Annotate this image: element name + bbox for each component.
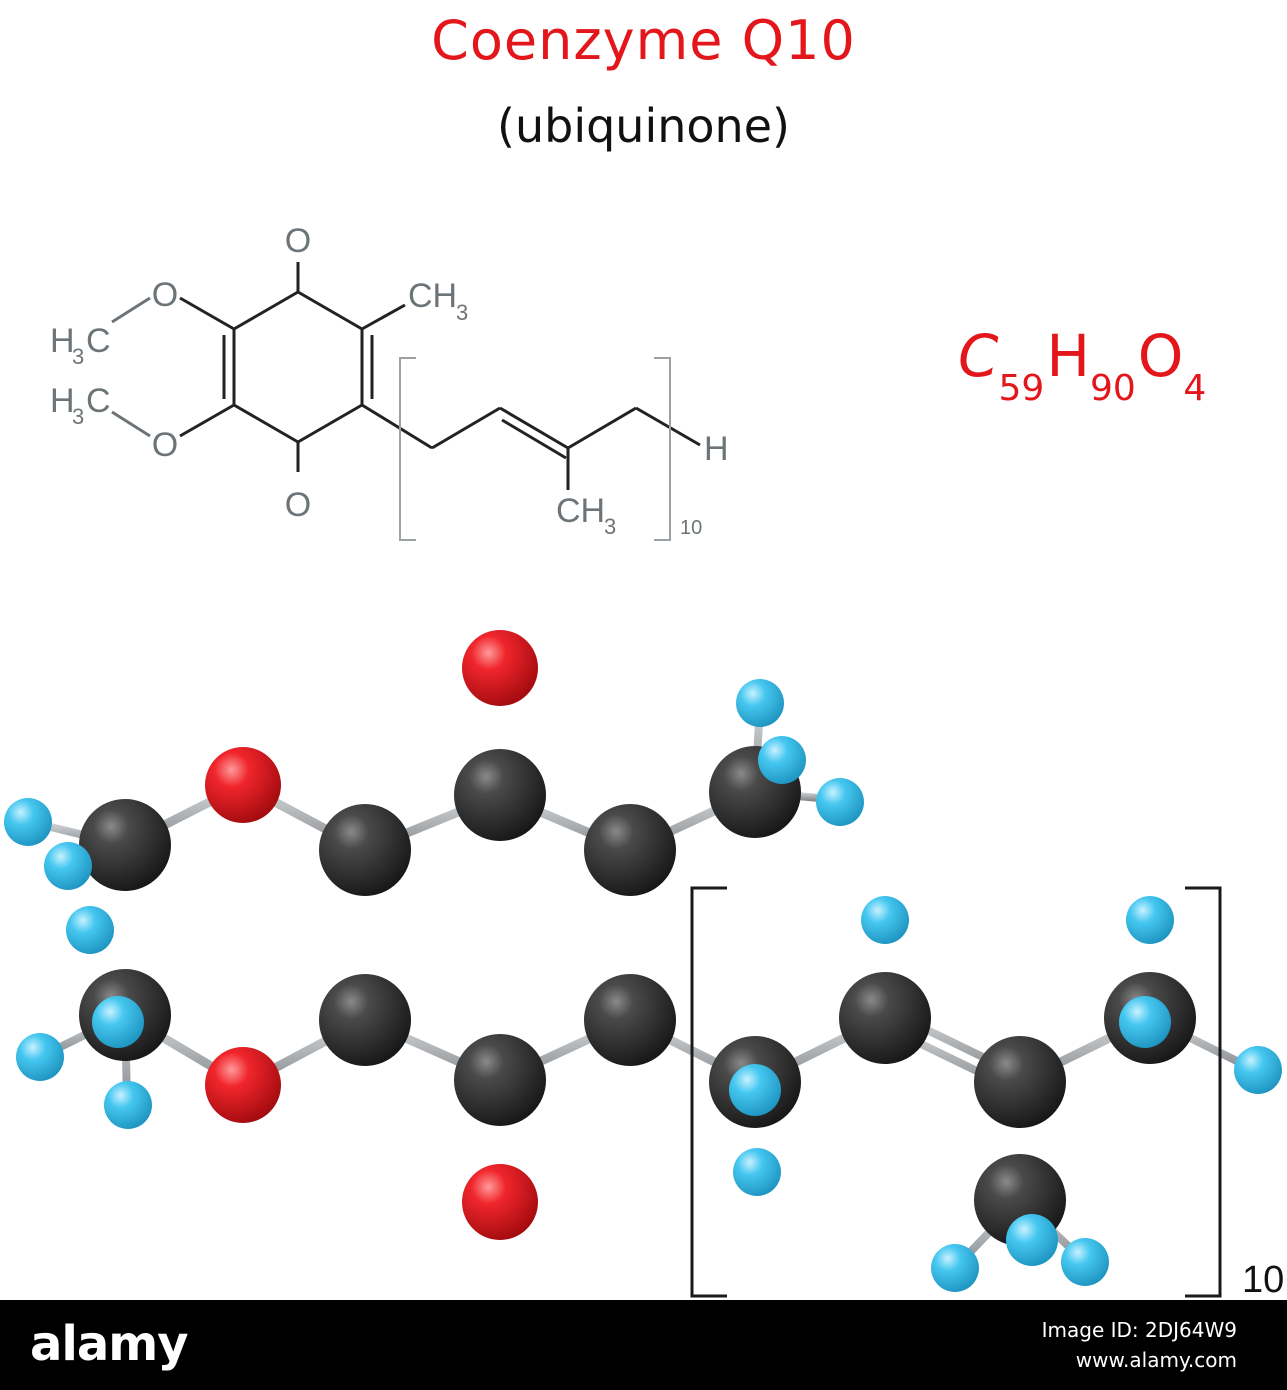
carbon-atom <box>974 1036 1066 1128</box>
model-repeat-count: 10 <box>1242 1259 1284 1300</box>
hydrogen-atom <box>861 896 909 944</box>
label-methyl-subscript: 3 <box>456 300 468 325</box>
hydrogen-atom <box>1234 1046 1282 1094</box>
hydrogen-atom <box>1061 1238 1109 1286</box>
hydrogen-atom <box>104 1081 152 1129</box>
hydrogen-atom <box>1006 1214 1058 1266</box>
formula-element: H <box>1046 322 1090 390</box>
hydrogen-atoms-back <box>4 679 1174 1286</box>
image-id: Image ID: 2DJ64W9 <box>1041 1318 1237 1342</box>
label-methoxy2-subscript: 3 <box>72 404 84 429</box>
structural-formula: O O O O CH 3 H 3 C H 3 C CH 3 H 10 <box>4 222 1284 1300</box>
label-oxygen-top: O <box>285 222 311 260</box>
hydrogen-atom <box>16 1033 64 1081</box>
hydrogen-atom <box>736 679 784 727</box>
label-oxygen-methoxy-top: O <box>152 276 178 314</box>
label-terminal-h: H <box>704 430 729 468</box>
label-repeat-count: 10 <box>680 517 702 539</box>
oxygen-atom <box>462 1164 538 1240</box>
carbon-atom <box>454 749 546 841</box>
label-methoxy1-h: H <box>50 322 75 360</box>
hydrogen-atom <box>1126 896 1174 944</box>
skeletal-bonds <box>179 262 701 490</box>
footer-url: www.alamy.com <box>1075 1348 1237 1372</box>
carbon-atom <box>839 972 931 1064</box>
hydrogen-atom <box>66 906 114 954</box>
hydrogen-atom <box>4 798 52 846</box>
formula-count: 90 <box>1089 368 1136 409</box>
oxygen-atom <box>205 747 281 823</box>
label-methoxy2-h: H <box>50 382 75 420</box>
oxygen-atom <box>462 630 538 706</box>
carbon-atom <box>454 1034 546 1126</box>
carbon-atom <box>79 799 171 891</box>
oxygen-atoms <box>205 630 538 1240</box>
repeat-brackets-model <box>690 886 1222 1298</box>
label-methoxy2-c: C <box>86 382 111 420</box>
alamy-logo: alamy <box>30 1316 189 1372</box>
formula-element: C <box>958 322 999 390</box>
hydrogen-atoms-front <box>44 736 1282 1292</box>
label-chain-methyl: CH <box>556 492 605 530</box>
title: Coenzyme Q10 <box>431 9 856 72</box>
subtitle: (ubiquinone) <box>497 99 790 153</box>
label-methyl: CH <box>408 277 457 315</box>
label-methoxy1-c: C <box>86 322 111 360</box>
label-oxygen-methoxy-bottom: O <box>152 426 178 464</box>
oxygen-atom <box>205 1047 281 1123</box>
hydrogen-atom <box>758 736 806 784</box>
carbon-atom <box>319 974 411 1066</box>
carbon-atom <box>584 974 676 1066</box>
hydrogen-atom <box>1119 996 1171 1048</box>
carbon-atom <box>319 804 411 896</box>
formula-count: 4 <box>1183 368 1207 409</box>
ball-and-stick-model: 10 <box>4 630 1284 1300</box>
hydrogen-atom <box>44 842 92 890</box>
footer-bar: alamy Image ID: 2DJ64W9 www.alamy.com <box>0 1300 1287 1390</box>
carbon-atom <box>584 804 676 896</box>
label-oxygen-bottom: O <box>285 486 311 524</box>
hydrogen-atom <box>931 1244 979 1292</box>
hydrogen-atom <box>733 1148 781 1196</box>
bonds <box>26 666 1259 1272</box>
hydrogen-atom <box>729 1064 781 1116</box>
skeletal-methoxy-bonds <box>111 296 151 438</box>
label-methoxy1-subscript: 3 <box>72 344 84 369</box>
carbon-atoms <box>79 746 1196 1246</box>
formula-count: 59 <box>998 368 1045 409</box>
formula-element: O <box>1137 322 1184 390</box>
hydrogen-atom <box>816 778 864 826</box>
repeat-brackets-structural <box>399 357 671 541</box>
molecular-formula: C59H90O4 <box>958 322 1208 409</box>
hydrogen-atom <box>92 996 144 1048</box>
label-chain-methyl-subscript: 3 <box>604 514 616 539</box>
